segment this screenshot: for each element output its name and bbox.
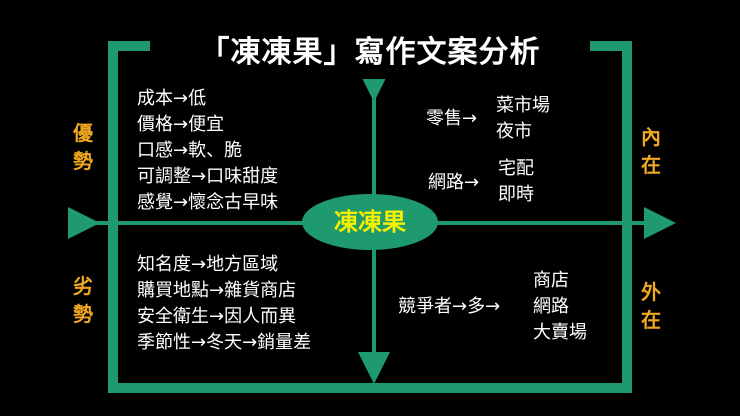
weakness-item: 知名度→地方區域 — [137, 254, 279, 275]
strength-label: 優勢 — [73, 121, 93, 173]
weaknesses-list: 知名度→地方區域 購買地點→雜貨商店 安全衛生→因人而異 季節性→冬天→銷量差 — [137, 252, 311, 356]
competitor-item: 商店 — [533, 270, 569, 291]
online-item: 即時 — [498, 184, 534, 205]
external-label: 外在 — [641, 280, 661, 332]
online-item: 宅配 — [498, 158, 534, 179]
weakness-item: 安全衛生→因人而異 — [137, 306, 297, 327]
center-ellipse — [302, 194, 438, 250]
retail-label: 零售→ — [426, 108, 478, 129]
online-items: 宅配 即時 — [498, 156, 534, 208]
retail-items: 菜市場 夜市 — [496, 93, 550, 145]
strength-item: 口感→軟、脆 — [137, 140, 243, 161]
strength-item: 感覺→懷念古早味 — [137, 192, 279, 213]
strength-item: 成本→低 — [137, 88, 207, 109]
competitor-item: 大賣場 — [533, 322, 587, 343]
weakness-item: 季節性→冬天→銷量差 — [137, 332, 312, 353]
competitor-label: 競爭者→多→ — [398, 296, 501, 317]
center-label: 凍凍果 — [334, 208, 406, 236]
strengths-list: 成本→低 價格→便宜 口感→軟、脆 可調整→口味甜度 感覺→懷念古早味 — [137, 86, 278, 216]
strength-item: 價格→便宜 — [137, 114, 225, 135]
retail-item: 菜市場 — [496, 95, 550, 116]
online-label: 網路→ — [428, 172, 480, 193]
competitor-item: 網路 — [533, 296, 569, 317]
competitor-items: 商店 網路 大賣場 — [533, 268, 587, 346]
page-title: 「凍凍果」寫作文案分析 — [150, 27, 590, 79]
weakness-label: 劣勢 — [73, 274, 93, 326]
weakness-item: 購買地點→雜貨商店 — [137, 280, 297, 301]
internal-label: 內在 — [641, 125, 661, 177]
strength-item: 可調整→口味甜度 — [137, 166, 279, 187]
retail-item: 夜市 — [496, 121, 532, 142]
